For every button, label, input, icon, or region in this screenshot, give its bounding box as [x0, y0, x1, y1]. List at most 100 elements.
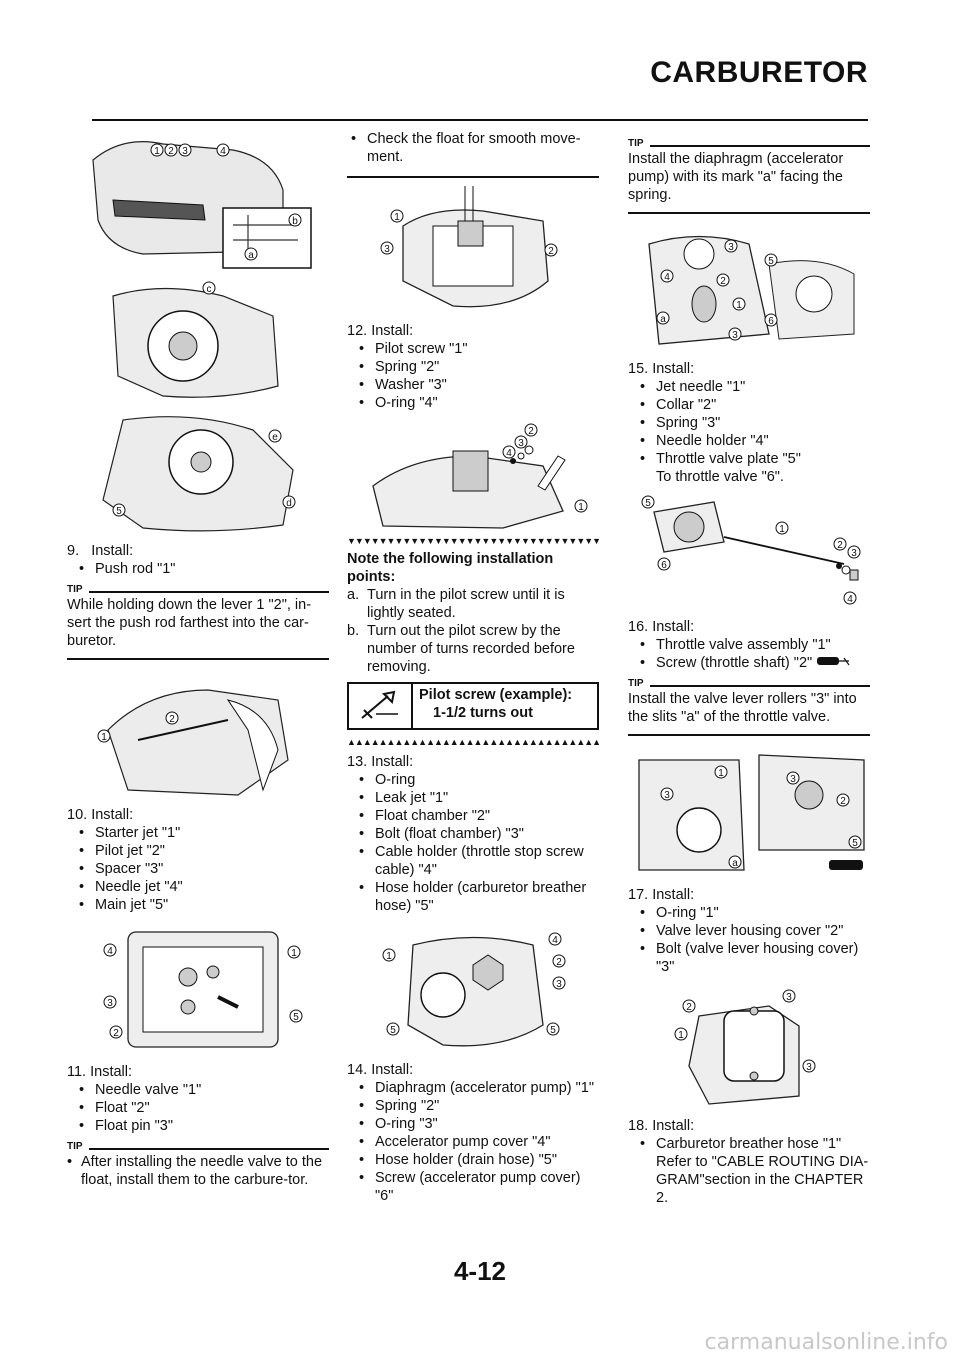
- list-item: O-ring "3": [355, 1115, 599, 1133]
- step-title: Install:: [652, 619, 695, 635]
- column-2: Check the float for smooth move-ment. 1 …: [347, 130, 599, 1205]
- list-item: Needle valve "1": [75, 1081, 329, 1099]
- list-item: Bolt (float chamber) "3": [355, 825, 599, 843]
- list-item: Diaphragm (accelerator pump) "1": [355, 1079, 599, 1097]
- step-title: Install:: [652, 887, 695, 903]
- step-title: Install:: [91, 807, 134, 823]
- figure-push-rod: 1 2: [97, 689, 289, 796]
- fig12-label: 3: [806, 1062, 812, 1073]
- fig9-label: 3: [732, 330, 738, 341]
- thread-locker-icon: [816, 655, 850, 671]
- tip-2: TIP After installing the needle valve to…: [67, 1141, 329, 1197]
- step-title: Install:: [652, 361, 695, 377]
- list-item: Jet needle "1": [636, 378, 870, 396]
- fig1-label: 3: [182, 146, 188, 157]
- column-3: TIP Install the diaphragm (accelerator p…: [628, 130, 870, 1207]
- fig8-label: 5: [390, 1025, 396, 1036]
- step-title: Install:: [371, 754, 414, 770]
- list-item: Washer "3": [355, 376, 599, 394]
- page-title: CARBURETOR: [650, 56, 868, 89]
- step-14: 14. Install: Diaphragm (accelerator pump…: [347, 1061, 599, 1205]
- column-1: 1 2 3 4 a b c e d 5 9. Install: Push rod…: [67, 130, 329, 1197]
- list-item: Pilot screw "1": [355, 340, 599, 358]
- list-item: After installing the needle valve to the…: [67, 1153, 329, 1189]
- fig6-label: 2: [548, 246, 554, 257]
- fig9-label: 1: [736, 300, 742, 311]
- note-separator-top: ▼▼▼▼▼▼▼▼▼▼▼▼▼▼▼▼▼▼▼▼▼▼▼▼▼▼▼▼▼▼▼▼: [347, 537, 599, 546]
- list-item: Needle holder "4": [636, 432, 870, 450]
- fig7-label: 1: [578, 502, 584, 513]
- step-number: 17.: [628, 887, 649, 903]
- tip-label: TIP: [628, 138, 644, 149]
- figure-throttle-valve: 5 1 2 3 6 4: [641, 495, 861, 605]
- step-title: Install:: [371, 1062, 414, 1078]
- fig4-label: 1: [101, 732, 107, 743]
- list-item: Push rod "1": [75, 560, 329, 578]
- fig5-label: 1: [291, 948, 297, 959]
- fig9-label: 5: [768, 256, 774, 267]
- header-rule: [92, 119, 868, 121]
- fig8-label: 1: [386, 951, 392, 962]
- tip-4: TIP Install the valve lever rollers "3" …: [628, 678, 870, 736]
- step-13: 13. Install: O-ring Leak jet "1" Float c…: [347, 753, 599, 915]
- list-item: Starter jet "1": [75, 824, 329, 842]
- fig11-label: 3: [664, 790, 670, 801]
- fig10-label: 3: [851, 548, 857, 559]
- fig9-label: 3: [728, 242, 734, 253]
- figure-valve-lever-cover: 2 3 1 3: [674, 989, 816, 1105]
- list-item: Spring "2": [355, 358, 599, 376]
- figure-valve-lever: 1 3 3 2 a 5: [638, 754, 865, 871]
- figure-accelerator-pump: 3 4 2 5 1 a 3 6: [648, 235, 855, 345]
- list-item: Float chamber "2": [355, 807, 599, 825]
- list-item: Spring "2": [355, 1097, 599, 1115]
- tip-text: While holding down the lever 1 "2", in-s…: [67, 596, 329, 660]
- fig12-label: 2: [686, 1002, 692, 1013]
- figure-float-chamber: 1 4 2 3 5 5: [382, 932, 566, 1047]
- fig6-label: 1: [394, 212, 400, 223]
- wrench-spec-icon: [349, 684, 413, 728]
- list-item: Bolt (valve lever housing cover) "3": [636, 940, 870, 976]
- step-number: 10.: [67, 807, 88, 823]
- fig5-label: 5: [293, 1012, 299, 1023]
- step-15: 15. Install: Jet needle "1" Collar "2" S…: [628, 360, 870, 486]
- fig11-label: 5: [852, 838, 858, 849]
- fig1-label: 2: [168, 146, 174, 157]
- list-item: Throttle valve plate "5": [636, 450, 870, 468]
- list-item: Hose holder (carburetor breather hose) "…: [355, 879, 599, 915]
- fig10-label: 4: [847, 594, 853, 605]
- list-item: Collar "2": [636, 396, 870, 414]
- step-17: 17. Install: O-ring "1" Valve lever hous…: [628, 886, 870, 976]
- figure-lever-d-e: e d 5: [102, 416, 296, 532]
- tip-text: Install the diaphragm (accelerator pump)…: [628, 150, 870, 214]
- fig8-label: 2: [556, 957, 562, 968]
- list-item: Needle jet "4": [75, 878, 329, 896]
- fig8-label: 3: [556, 979, 562, 990]
- note-title: Note the following installation points:: [347, 551, 554, 585]
- fig1-label: a: [248, 250, 254, 261]
- list-item: Leak jet "1": [355, 789, 599, 807]
- tip-3: TIP Install the diaphragm (accelerator p…: [628, 138, 870, 214]
- list-item: Spring "3": [636, 414, 870, 432]
- spec-label: Pilot screw (example):: [419, 687, 573, 703]
- fig7-label: 4: [506, 448, 512, 459]
- list-item: O-ring "1": [636, 904, 870, 922]
- fig7-label: 2: [528, 426, 534, 437]
- fig2-label: c: [207, 284, 212, 295]
- list-item: Valve lever housing cover "2": [636, 922, 870, 940]
- fig11-label: a: [732, 858, 738, 869]
- fig12-label: 1: [678, 1030, 684, 1041]
- fig9-label: 2: [720, 276, 726, 287]
- step-11: 11. Install: Needle valve "1" Float "2" …: [67, 1063, 329, 1135]
- continuation-text: Refer to "CABLE ROUTING DIA-GRAM"section…: [656, 1154, 869, 1206]
- step-number: 11.: [67, 1064, 87, 1080]
- fig9-label: 6: [768, 316, 774, 327]
- list-item: Float "2": [75, 1099, 329, 1117]
- fig10-label: 5: [645, 498, 651, 509]
- list-item: Main jet "5": [75, 896, 329, 914]
- fig8-label: 4: [552, 935, 558, 946]
- tip-label: TIP: [628, 678, 644, 689]
- step-16: 16. Install: Throttle valve assembly "1"…: [628, 618, 870, 672]
- fig11-label: 1: [718, 768, 724, 779]
- step-number: 18.: [628, 1118, 649, 1134]
- tip-label: TIP: [67, 584, 83, 595]
